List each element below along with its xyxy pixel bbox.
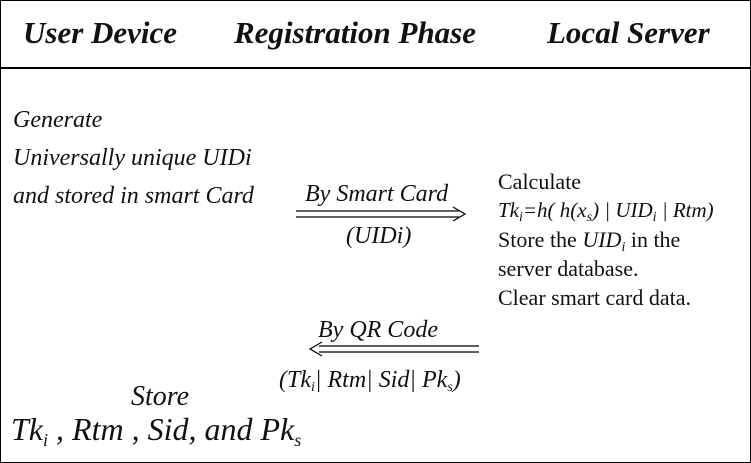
user-line-2: Universally unique UIDi [13, 145, 252, 171]
header-registration-phase: Registration Phase [234, 15, 477, 50]
arrow-right-to-server [296, 206, 467, 222]
header-user-device: User Device [23, 15, 178, 50]
header-local-server: Local Server [547, 15, 710, 50]
qr-code-label: By QR Code [318, 317, 438, 343]
user-line-3: and stored in smart Card [13, 183, 254, 209]
server-clear-card: Clear smart card data. [498, 285, 692, 310]
server-steps: Calculate Tki=h( h(xs) | UIDi | Rtm) Sto… [498, 167, 714, 312]
header-bar: User Device Registration Phase Local Ser… [1, 1, 750, 69]
server-formula: Tki=h( h(xs) | UIDi | Rtm) [498, 198, 714, 225]
uidi-payload-label: (UIDi) [346, 223, 412, 249]
store-values: Tki , Rtm , Sid, and Pks [11, 411, 302, 450]
smart-card-label: By Smart Card [305, 181, 449, 207]
user-generate-text: Generate Universally unique UIDi and sto… [13, 101, 254, 215]
arrow-left-to-user [308, 341, 479, 357]
server-database: server database. [498, 256, 639, 281]
qr-payload-label: (Tki| Rtm| Sid| Pks) [279, 367, 461, 395]
user-line-1: Generate [13, 107, 103, 133]
server-calculate: Calculate [498, 169, 582, 194]
store-title: Store [131, 381, 190, 412]
server-store-uid: Store the UIDi in the [498, 227, 681, 255]
